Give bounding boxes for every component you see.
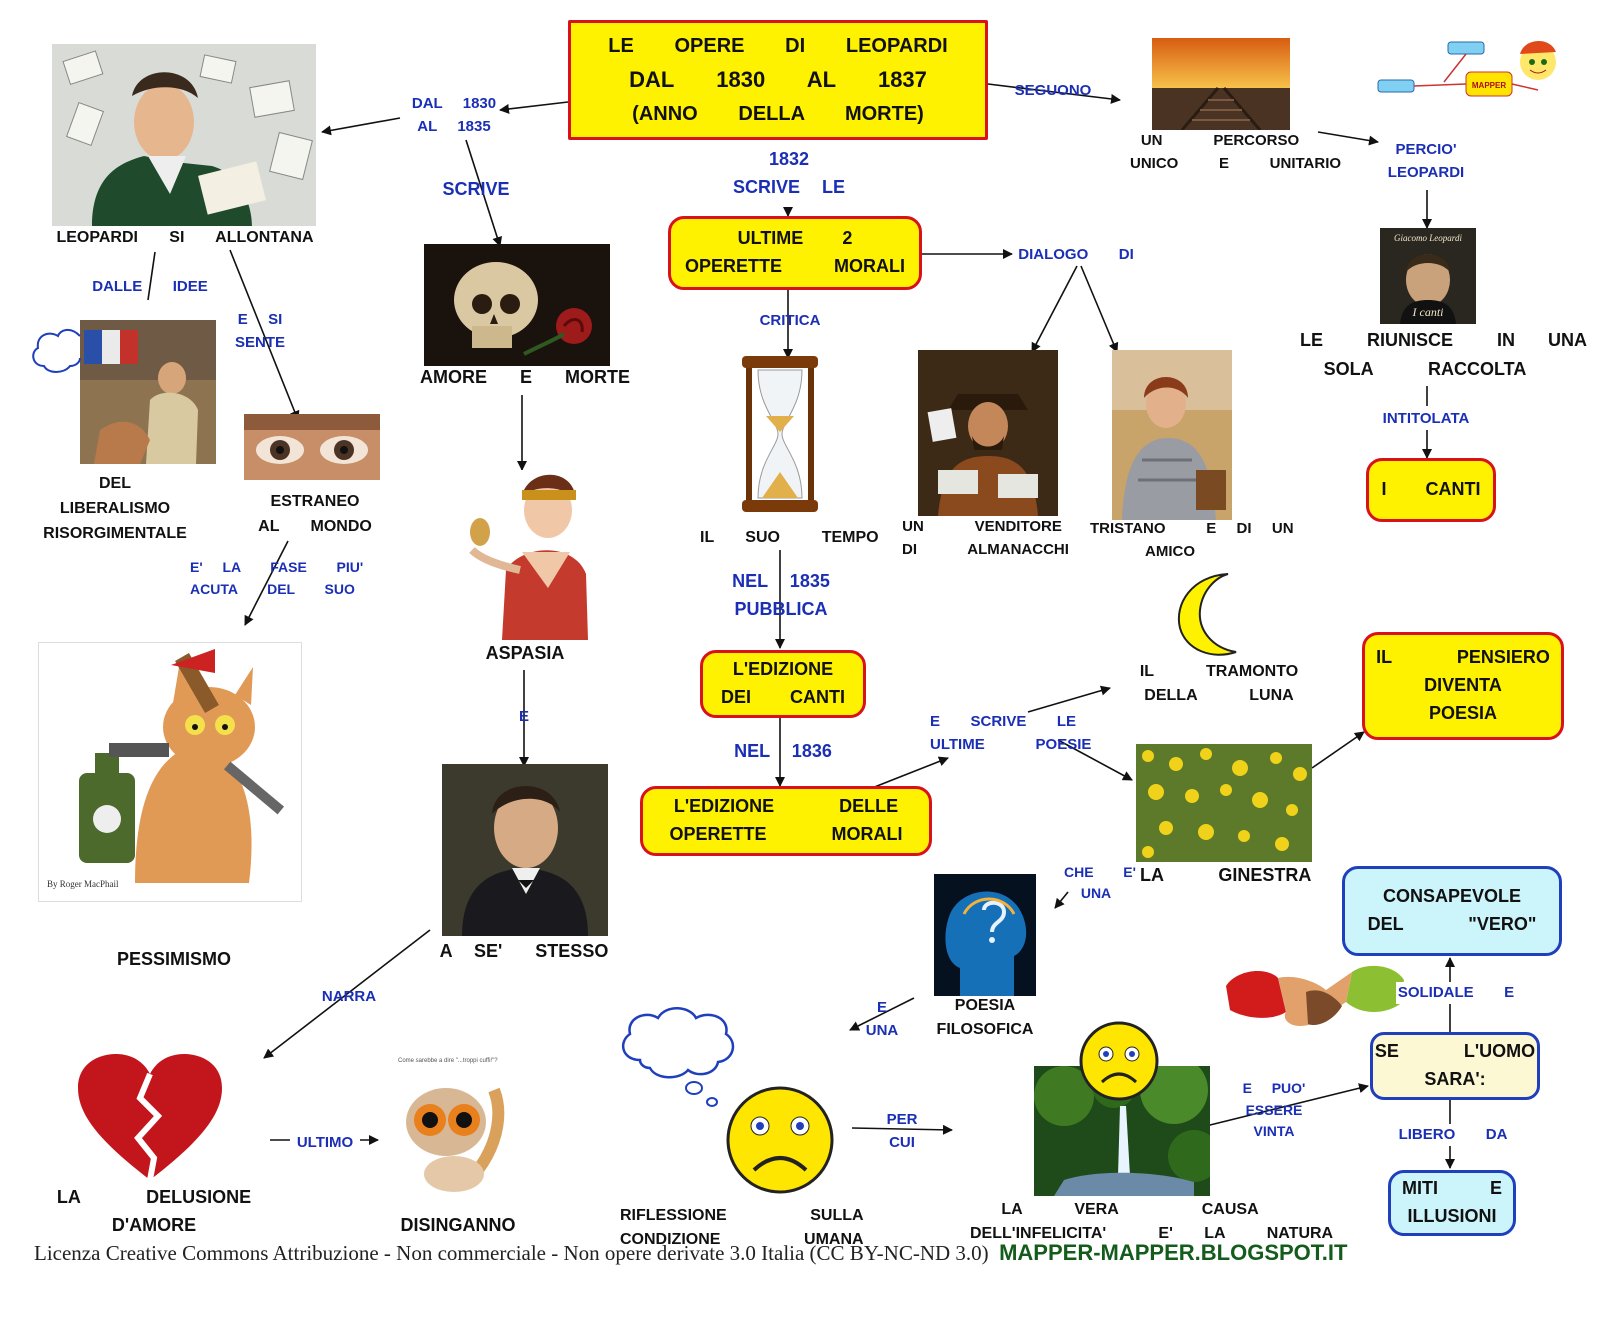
title-line-3: (ANNO DELLA MORTE) bbox=[632, 102, 924, 125]
edizione-operette-box: L'EDIZIONE DELLE OPERETTE MORALI bbox=[640, 786, 932, 856]
license-text: Licenza Creative Commons Attribuzione - … bbox=[34, 1241, 989, 1265]
kitten-image: Come sarebbe a dire "...troppi cuffi!"? bbox=[390, 1050, 518, 1198]
se-luomo-box: SE L'UOMO SARA': bbox=[1370, 1032, 1540, 1100]
canti-book-cover-image: Giacomo Leopardi I canti bbox=[1380, 228, 1476, 324]
thought-cloud-small bbox=[30, 322, 84, 384]
leopardi-portrait-image bbox=[442, 764, 608, 936]
pensiero-poesia-box: IL PENSIERO DIVENTA POESIA bbox=[1362, 632, 1564, 740]
title-line-2: DAL 1830 AL 1837 bbox=[629, 67, 927, 93]
link-libero-da: LIBERO DA bbox=[1398, 1124, 1508, 1146]
handshake-image bbox=[1226, 956, 1404, 1046]
link-percio-leopardi: PERCIO' LEOPARDI bbox=[1387, 141, 1465, 182]
la-ginestra-label: LA GINESTRA bbox=[1140, 865, 1312, 885]
edizione-canti-box: L'EDIZIONE DEI CANTI bbox=[700, 650, 866, 718]
thinking-head-image bbox=[934, 874, 1036, 996]
vera-causa-label: LA VERA CAUSA DELL'INFELICITA' E' LA NAT… bbox=[970, 1201, 1334, 1242]
forest-waterfall-image bbox=[1034, 1066, 1210, 1196]
poesia-filosofica-label: POESIA FILOSOFICA bbox=[936, 997, 1034, 1038]
hourglass-image bbox=[740, 356, 820, 512]
link-narra: NARRA bbox=[321, 988, 377, 1005]
link-ultimo: ULTIMO bbox=[290, 1132, 360, 1154]
link-per-cui: PER CUI bbox=[886, 1111, 918, 1152]
link-nel-1836: NEL 1836 bbox=[734, 741, 832, 761]
link-scrive: SCRIVE bbox=[442, 179, 510, 199]
book-cover-caption: Giacomo Leopardi bbox=[1394, 233, 1462, 243]
link-dal-al: DAL 1830 AL 1835 bbox=[411, 95, 497, 136]
pessimism-cat-image: By Roger MacPhail bbox=[38, 642, 302, 902]
liberty-painting-image bbox=[80, 320, 216, 464]
leopardi-si-allontana-label: LEOPARDI SI ALLONTANA bbox=[56, 229, 314, 246]
blog-link[interactable]: MAPPER-MAPPER.BLOGSPOT.IT bbox=[999, 1240, 1348, 1265]
link-e-aspasia: E bbox=[518, 708, 529, 725]
amore-e-morte-label: AMORE E MORTE bbox=[420, 367, 631, 387]
il-suo-tempo-label: IL SUO TEMPO bbox=[700, 529, 879, 546]
mapper-logo-text: MAPPER bbox=[1472, 81, 1506, 90]
thought-cloud-large bbox=[616, 1004, 742, 1112]
eyes-image bbox=[244, 414, 380, 480]
link-dialogo-di: DIALOGO DI bbox=[1018, 246, 1134, 263]
mapper-logo: MAPPER bbox=[1374, 34, 1570, 114]
link-nel-1835-pubblica: NEL 1835 PUBBLICA bbox=[732, 571, 830, 619]
aspasia-image bbox=[462, 470, 592, 640]
venditore-label: UN VENDITORE DI ALMANACCHI bbox=[902, 518, 1069, 558]
link-e-la-fase: E' LA FASE PIU' ACUTA DEL SUO bbox=[190, 559, 364, 598]
link-e-si-sente: E SI SENTE bbox=[234, 311, 285, 352]
disinganno-label: DISINGANNO bbox=[400, 1215, 516, 1235]
tramonto-luna-label: IL TRAMONTO DELLA LUNA bbox=[1139, 663, 1299, 704]
link-seguono: SEGUONO bbox=[1014, 82, 1092, 99]
ultime-operette-box: ULTIME 2 OPERETTE MORALI bbox=[668, 216, 922, 290]
railway-sunset-image bbox=[1152, 38, 1290, 130]
link-e-scrive-ultime-poesie: E SCRIVE LE ULTIME POESIE bbox=[930, 713, 1092, 754]
a-se-stesso-label: A SE' STESSO bbox=[439, 941, 609, 961]
link-intitolata: INTITOLATA bbox=[1382, 410, 1470, 427]
aspasia-label: ASPASIA bbox=[485, 643, 565, 663]
pessimismo-label: PESSIMISMO bbox=[116, 949, 232, 969]
link-scrive-le-1832: 1832 SCRIVE LE bbox=[732, 149, 846, 197]
crescent-moon-image bbox=[1172, 572, 1262, 658]
delusione-label: LA DELUSIONE D'AMORE bbox=[56, 1187, 252, 1235]
percorso-label: UN PERCORSO UNICO E UNITARIO bbox=[1130, 132, 1342, 172]
del-liberalismo-label: DEL LIBERALISMO RISORGIMENTALE bbox=[43, 475, 187, 542]
tristano-label: TRISTANO E DI UN AMICO bbox=[1090, 520, 1294, 560]
footer: Licenza Creative Commons Attribuzione - … bbox=[34, 1240, 1574, 1266]
link-e-puo-essere-vinta: E PUO' ESSERE VINTA bbox=[1242, 1080, 1306, 1140]
link-critica: CRITICA bbox=[759, 312, 821, 329]
sad-face-icon bbox=[724, 1084, 836, 1196]
skull-rose-image bbox=[424, 244, 610, 366]
link-solidale-e: SOLIDALE E bbox=[1396, 982, 1516, 1004]
broken-heart-image bbox=[78, 1054, 222, 1184]
ginestra-flowers-image bbox=[1136, 744, 1312, 862]
almanac-seller-image bbox=[918, 350, 1058, 516]
sad-face-small-icon bbox=[1078, 1020, 1160, 1102]
leopardi-writing-image bbox=[52, 44, 316, 226]
miti-illusioni-box: MITI E ILLUSIONI bbox=[1388, 1170, 1516, 1236]
link-che-e-una: CHE E' UNA bbox=[1064, 864, 1136, 901]
cat-credit: By Roger MacPhail bbox=[47, 879, 119, 889]
title-line-1: LE OPERE DI LEOPARDI bbox=[608, 35, 948, 58]
tristano-knight-image bbox=[1112, 350, 1232, 520]
link-e-una: E UNA bbox=[865, 999, 899, 1040]
riflessione-label: RIFLESSIONE SULLA CONDIZIONE UMANA bbox=[620, 1207, 864, 1248]
riunisce-label: LE RIUNISCE IN UNA SOLA RACCOLTA bbox=[1300, 330, 1588, 379]
book-cover-title: I canti bbox=[1412, 305, 1444, 319]
link-dalle-idee: DALLE IDEE bbox=[92, 278, 208, 295]
i-canti-box: I CANTI bbox=[1366, 458, 1496, 522]
kitten-caption: Come sarebbe a dire "...troppi cuffi!"? bbox=[398, 1058, 498, 1064]
consapevole-box: CONSAPEVOLE DEL "VERO" bbox=[1342, 866, 1562, 956]
title-box: LE OPERE DI LEOPARDI DAL 1830 AL 1837 (A… bbox=[568, 20, 988, 140]
estraneo-al-mondo-label: ESTRANEO AL MONDO bbox=[258, 493, 372, 535]
